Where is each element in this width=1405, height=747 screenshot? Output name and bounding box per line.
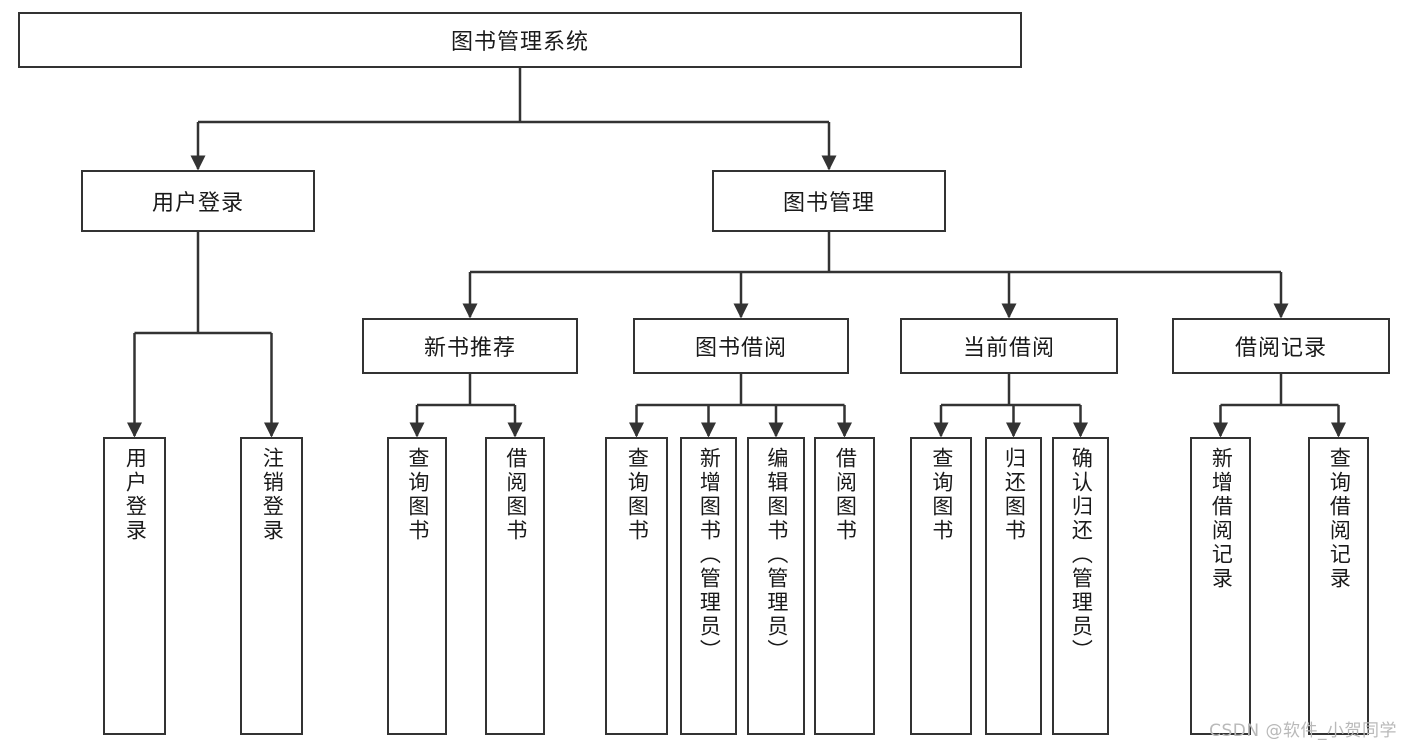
node-login[interactable]: 用户登录 bbox=[81, 170, 315, 232]
node-leaf7[interactable]: 编辑图书（管理员） bbox=[747, 437, 805, 735]
node-label: 图书管理 bbox=[782, 191, 875, 216]
node-leaf11[interactable]: 确认归还（管理员） bbox=[1052, 437, 1109, 735]
node-leaf13[interactable]: 查询借阅记录 bbox=[1308, 437, 1369, 735]
node-label: 确认归还（管理员） bbox=[1069, 447, 1094, 663]
node-label: 用户登录 bbox=[123, 447, 148, 543]
node-leaf2[interactable]: 注销登录 bbox=[240, 437, 303, 735]
node-label: 借阅记录 bbox=[1234, 336, 1327, 361]
node-leaf6[interactable]: 新增图书（管理员） bbox=[680, 437, 737, 735]
node-leaf9[interactable]: 查询图书 bbox=[910, 437, 972, 735]
csdn-watermark: CSDN @软件_小贺同学 bbox=[1209, 721, 1397, 741]
node-leaf10[interactable]: 归还图书 bbox=[985, 437, 1042, 735]
node-label: 归还图书 bbox=[1002, 447, 1027, 543]
node-label: 注销登录 bbox=[260, 447, 285, 543]
node-leaf5[interactable]: 查询图书 bbox=[605, 437, 668, 735]
node-leaf12[interactable]: 新增借阅记录 bbox=[1190, 437, 1251, 735]
node-label: 借阅图书 bbox=[503, 447, 528, 543]
node-label: 借阅图书 bbox=[833, 447, 858, 543]
node-leaf4[interactable]: 借阅图书 bbox=[485, 437, 545, 735]
node-root[interactable]: 图书管理系统 bbox=[18, 12, 1022, 68]
node-leaf3[interactable]: 查询图书 bbox=[387, 437, 447, 735]
node-label: 查询图书 bbox=[405, 447, 430, 543]
node-label: 当前借阅 bbox=[962, 336, 1055, 361]
node-current[interactable]: 当前借阅 bbox=[900, 318, 1118, 374]
node-records[interactable]: 借阅记录 bbox=[1172, 318, 1390, 374]
node-label: 图书借阅 bbox=[694, 336, 787, 361]
node-label: 用户登录 bbox=[151, 191, 244, 216]
node-label: 新书推荐 bbox=[423, 336, 516, 361]
node-newbook[interactable]: 新书推荐 bbox=[362, 318, 578, 374]
node-bookmgmt[interactable]: 图书管理 bbox=[712, 170, 946, 232]
node-label: 查询图书 bbox=[929, 447, 954, 543]
node-label: 新增图书（管理员） bbox=[697, 447, 722, 663]
node-label: 查询借阅记录 bbox=[1327, 447, 1352, 591]
node-leaf1[interactable]: 用户登录 bbox=[103, 437, 166, 735]
node-label: 查询图书 bbox=[625, 447, 650, 543]
node-label: 新增借阅记录 bbox=[1209, 447, 1234, 591]
node-label: 编辑图书（管理员） bbox=[764, 447, 789, 663]
node-borrow[interactable]: 图书借阅 bbox=[633, 318, 849, 374]
node-leaf8[interactable]: 借阅图书 bbox=[814, 437, 875, 735]
node-label: 图书管理系统 bbox=[450, 30, 589, 55]
